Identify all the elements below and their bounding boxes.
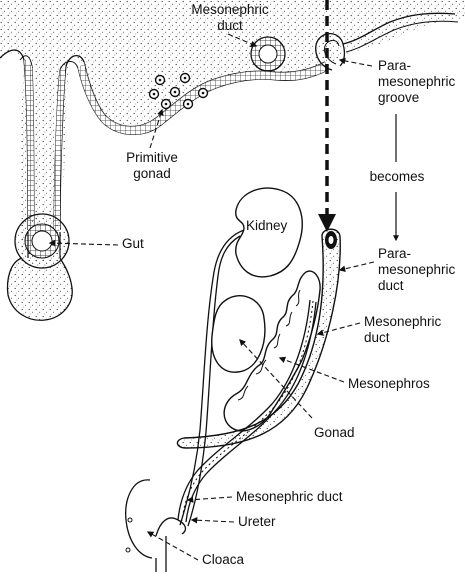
label-becomes: becomes [369, 169, 425, 184]
label-line: groove [378, 90, 420, 105]
label-mesonephric-duct-top: Mesonephric duct [190, 2, 270, 34]
label-line: duct [378, 278, 404, 293]
label-ureter: Ureter [238, 514, 276, 529]
label-mesonephric-duct-low: Mesonephric duct [236, 489, 343, 504]
gonad-shape [211, 295, 266, 373]
mesonephric-duct-section [250, 36, 286, 72]
label-paramesonephric-groove: Para- mesonephric groove [378, 58, 455, 106]
label-line: Para- [378, 58, 412, 73]
paramesonephric-duct-shape [176, 228, 341, 449]
label-mesonephric-duct-mid: Mesonephric duct [364, 314, 441, 346]
label-primitive-gonad: Primitive gonad [112, 150, 192, 182]
urogenital-system [125, 187, 341, 572]
primitive-gonad-cells [148, 72, 209, 110]
label-line: Mesonephric [364, 314, 442, 329]
label-gut: Gut [122, 236, 144, 251]
label-mesonephros: Mesonephros [348, 376, 430, 391]
label-paramesonephric-duct: Para- mesonephric duct [378, 246, 455, 294]
label-gonad: Gonad [314, 425, 355, 440]
cloaca-outline [125, 479, 153, 559]
label-cloaca: Cloaca [202, 552, 245, 567]
label-line: Para- [378, 246, 412, 261]
label-line: gonad [133, 166, 171, 181]
label-line: mesonephric [378, 74, 456, 89]
label-line: duct [364, 330, 390, 345]
embryo-cross-section [0, 0, 465, 321]
leader-lines [48, 33, 375, 561]
label-line: Mesonephric [191, 2, 269, 17]
label-line: mesonephric [378, 262, 456, 277]
label-kidney: Kidney [246, 218, 288, 233]
groove-to-duct-arrow [318, 0, 336, 232]
label-line: duct [217, 18, 243, 33]
paramesonephric-groove [315, 12, 459, 71]
kidney-shape [235, 187, 303, 278]
label-line: Primitive [126, 150, 178, 165]
